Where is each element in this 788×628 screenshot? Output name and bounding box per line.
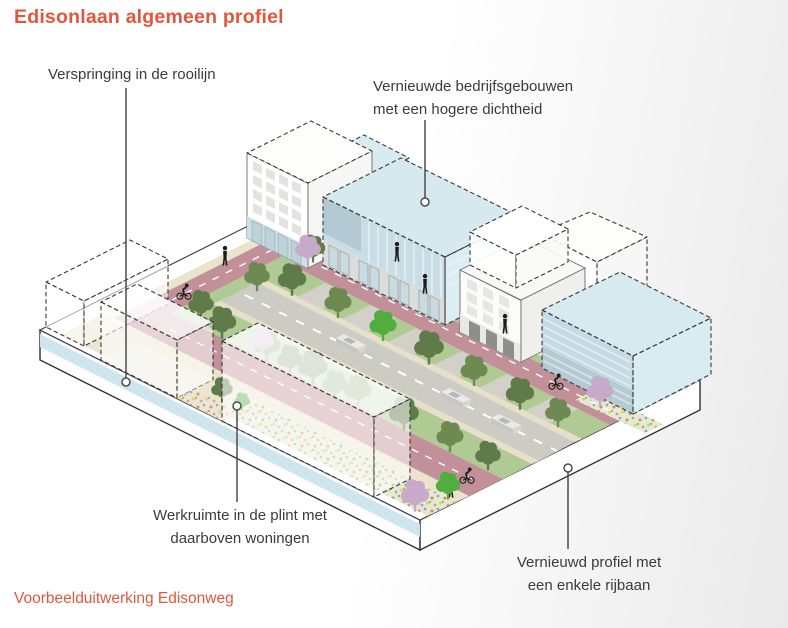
page-caption: Voorbeelduitwerking Edisonweg xyxy=(14,590,234,607)
platform-water-band xyxy=(40,334,420,537)
midrise-extension xyxy=(469,205,569,289)
annotation-text: daarboven woningen xyxy=(170,530,310,547)
annotation-bedrijfsgebouwen: Vernieuwde bedrijfsgebouwen met een hoge… xyxy=(373,75,573,121)
ghost-building-large xyxy=(221,322,411,498)
blue-large-plinth xyxy=(323,238,445,326)
annotation-text: Vernieuwd profiel met xyxy=(516,554,662,571)
midrise-windows xyxy=(467,278,509,335)
tower-roof xyxy=(246,120,373,184)
blue-right-right-face xyxy=(633,317,711,414)
annotation-profiel: Vernieuwd profiel met een enkele rijbaan xyxy=(479,551,699,597)
meadow-right-dots xyxy=(575,391,663,433)
marker-bedrijfsgebouwen xyxy=(420,197,430,207)
louvre-stripes xyxy=(544,318,631,406)
marker-rooilijn xyxy=(121,377,131,387)
blue-large-front-face xyxy=(323,196,445,326)
annotation-text: Werkruimte in de plint met xyxy=(153,507,327,524)
ghost-buildings xyxy=(45,239,411,498)
road-edge-far xyxy=(256,279,582,442)
facade-stripes xyxy=(368,221,442,299)
midrise-front-face xyxy=(459,269,522,364)
annotation-leader-lines xyxy=(121,88,573,549)
blue-large-doors xyxy=(328,244,440,322)
annotation-text: Verspringing in de rooilijn xyxy=(48,66,216,83)
annotation-text: een enkele rijbaan xyxy=(527,577,651,594)
tower-front-face xyxy=(246,152,309,270)
annotation-text: Vernieuwde bedrijfsgebouwen xyxy=(373,78,574,95)
page-title: Edisonlaan algemeen profiel xyxy=(14,6,284,28)
annotation-text: met een hogere dichtheid xyxy=(373,101,543,118)
annotation-werkruimte: Werkruimte in de plint met daarboven won… xyxy=(120,504,360,550)
ghost-building-middle xyxy=(100,283,214,399)
midrise-doors xyxy=(469,320,514,359)
annotation-rooilijn: Verspringing in de rooilijn xyxy=(48,63,216,86)
marker-werkruimte xyxy=(232,401,242,411)
marker-profiel xyxy=(563,463,573,473)
